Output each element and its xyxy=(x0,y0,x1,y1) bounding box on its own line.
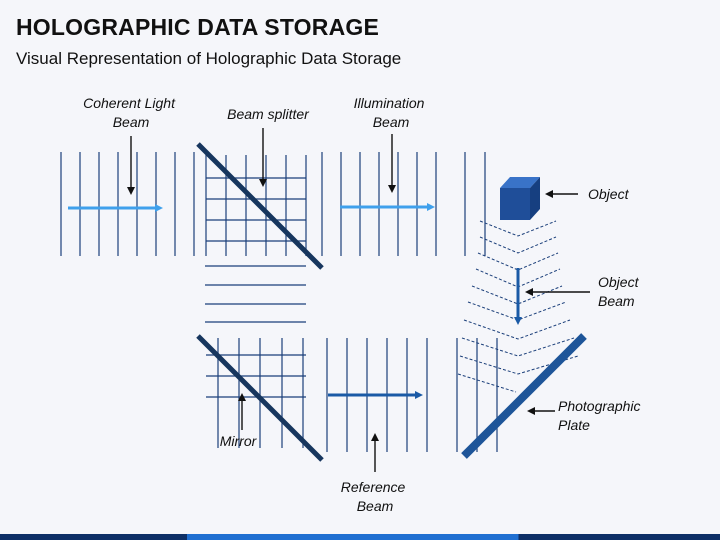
page-subtitle: Visual Representation of Holographic Dat… xyxy=(16,49,402,68)
coherent-wavefronts xyxy=(60,152,195,256)
label-reference-beam: Reference Beam xyxy=(341,479,409,514)
label-photographic-plate: Photographic Plate xyxy=(558,398,644,433)
label-mirror: Mirror xyxy=(220,433,258,449)
label-illumination-beam: Illumination Beam xyxy=(354,95,429,130)
beam-splitter-grid xyxy=(205,155,307,256)
label-object: Object xyxy=(588,186,630,202)
label-object-beam: Object Beam xyxy=(598,274,642,309)
illumination-wavefronts xyxy=(321,152,486,256)
label-beam-splitter: Beam splitter xyxy=(227,106,310,122)
beam-splitter xyxy=(196,142,324,270)
bottom-accent-bar xyxy=(0,534,720,540)
page-title: HOLOGRAPHIC DATA STORAGE xyxy=(16,14,380,40)
mirror xyxy=(196,334,324,462)
object-cube xyxy=(500,177,540,220)
photographic-plate xyxy=(461,333,587,459)
label-pointers xyxy=(127,128,590,472)
label-coherent-light-beam: Coherent Light Beam xyxy=(83,95,179,130)
reflected-wavefronts xyxy=(205,265,306,323)
